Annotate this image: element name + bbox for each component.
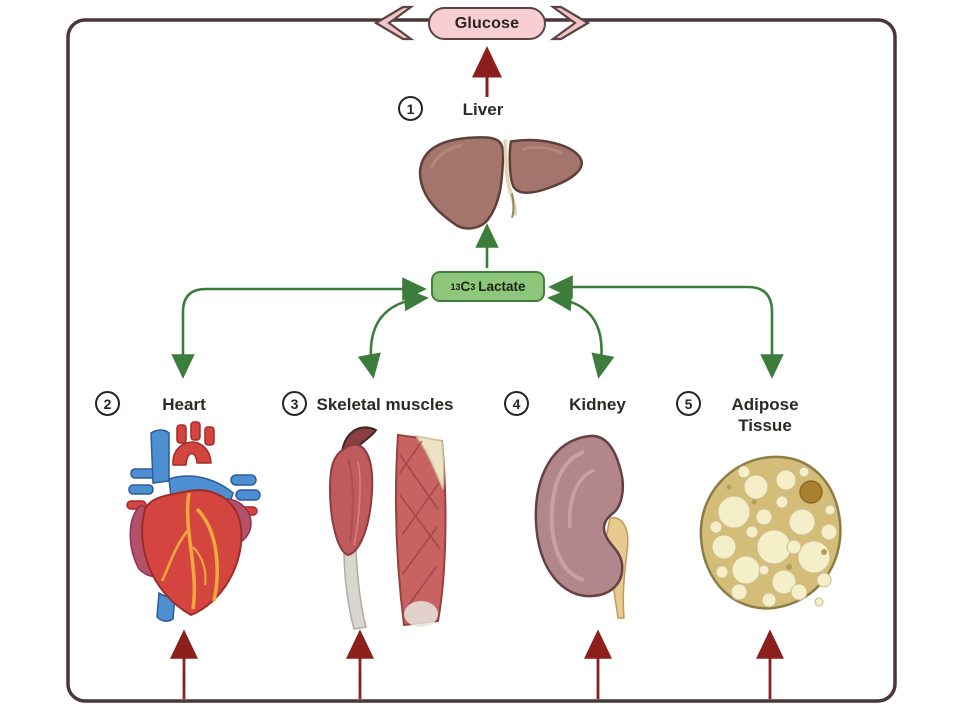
node-number-heart: 2: [95, 391, 120, 416]
skeletal-muscle-illustration: [302, 417, 454, 630]
glucose-label: Glucose: [454, 14, 520, 32]
node-number-adipose: 5: [676, 391, 701, 416]
connector-lactate-heart: [171, 277, 427, 379]
connector-lactate-adipose: [548, 275, 784, 379]
adipose-tissue-illustration: [694, 452, 846, 620]
node-label-kidney: Kidney: [569, 395, 626, 414]
lactate-element: C: [460, 279, 471, 294]
node-label-adipose: Adipose Tissue: [731, 395, 799, 435]
node-label-heart: Heart: [162, 395, 206, 414]
chevron-left-icon: [373, 5, 415, 41]
adipose-brown-cell: [799, 480, 823, 504]
lactate-name: Lactate: [478, 279, 526, 294]
heart-illustration: [115, 417, 265, 622]
glucose-pill: Glucose: [428, 7, 546, 40]
node-number-kidney: 4: [504, 391, 529, 416]
node-label-muscle: Skeletal muscles: [316, 395, 454, 414]
connector-lactate-kidney: [547, 288, 615, 379]
node-label-liver: Liver: [462, 100, 504, 119]
chevron-right-icon: [549, 5, 591, 41]
node-number-muscle: 3: [282, 391, 307, 416]
node-number-liver: 1: [398, 96, 423, 121]
liver-illustration: [412, 130, 592, 238]
lactate-count: 3: [470, 281, 476, 292]
connector-lactate-skeletal-muscles: [357, 287, 429, 379]
lactate-isotope: 13: [450, 281, 461, 292]
kidney-illustration: [524, 430, 664, 626]
